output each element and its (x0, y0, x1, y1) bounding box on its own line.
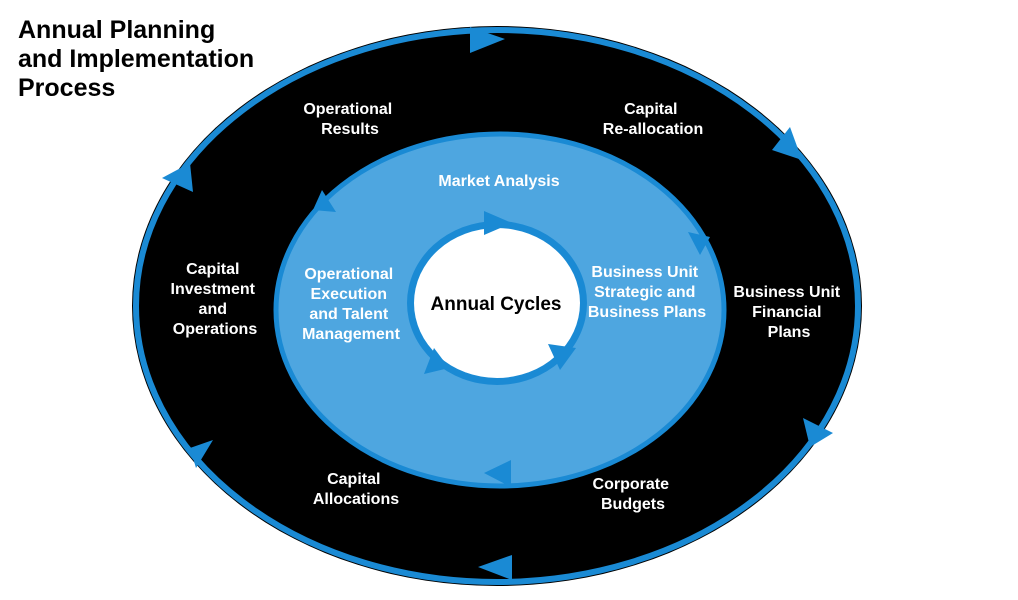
inner-label-operational-execution-talent: Operational Execution and Talent Managem… (302, 266, 400, 343)
outer-arrows (162, 27, 833, 580)
outer-label-capital-allocations: Capital Allocations (313, 471, 399, 508)
label-line: Financial (752, 304, 821, 321)
label-line: Execution (311, 286, 387, 303)
label-line: Business Plans (588, 304, 706, 321)
diagram-title: Annual Planning and Implementation Proce… (18, 16, 255, 102)
label-line: Operations (173, 321, 258, 338)
arrow-icon (424, 348, 449, 374)
outer-label-business-unit-financial-plans: Business Unit Financial Plans (733, 284, 844, 341)
outer-label-operational-results: Operational Results (303, 101, 396, 138)
outer-ring-border (133, 27, 861, 585)
label-line: and (199, 301, 227, 318)
outer-label-capital-reallocation: Capital Re-allocation (603, 101, 703, 138)
label-line: Corporate (593, 476, 670, 493)
label-line: Re-allocation (603, 121, 703, 138)
label-line: Investment (171, 281, 256, 298)
core-arrows (424, 211, 576, 374)
inner-label-market-analysis: Market Analysis (438, 173, 559, 190)
arrow-icon (484, 460, 511, 487)
outer-label-corporate-budgets: Corporate Budgets (593, 476, 674, 513)
label-line: Business Unit (733, 284, 840, 301)
inner-arrows (313, 190, 710, 487)
arrow-icon (162, 163, 193, 192)
label-line: Management (302, 326, 400, 343)
arrow-icon (548, 344, 576, 370)
arrow-icon (190, 440, 213, 468)
label-line: Operational (303, 101, 392, 118)
core-label: Annual Cycles (431, 294, 562, 315)
label-line: Strategic and (594, 284, 695, 301)
arrow-icon (313, 190, 336, 212)
core-circle-fill (414, 228, 580, 378)
arrow-icon (688, 232, 710, 255)
arrow-icon (772, 127, 802, 160)
label-line: Operational (304, 266, 393, 283)
label-line: Market Analysis (438, 173, 559, 190)
inner-ring-border (273, 131, 727, 489)
label-line: Allocations (313, 491, 399, 508)
arrow-icon (803, 418, 833, 447)
inner-label-business-unit-strategic-plans: Business Unit Strategic and Business Pla… (588, 264, 706, 321)
label-line: Capital (624, 101, 677, 118)
arrow-icon (484, 211, 512, 235)
label-line: Plans (768, 324, 811, 341)
label-line: Capital (327, 471, 380, 488)
label-line: Results (321, 121, 379, 138)
arrow-icon (478, 555, 512, 580)
label-line: and Talent (309, 306, 388, 323)
outer-label-capital-investment-operations: Capital Investment and Operations (171, 261, 260, 338)
label-line: Budgets (601, 496, 665, 513)
arrow-icon (470, 27, 505, 53)
label-line: Capital (186, 261, 239, 278)
label-line: Business Unit (591, 264, 698, 281)
